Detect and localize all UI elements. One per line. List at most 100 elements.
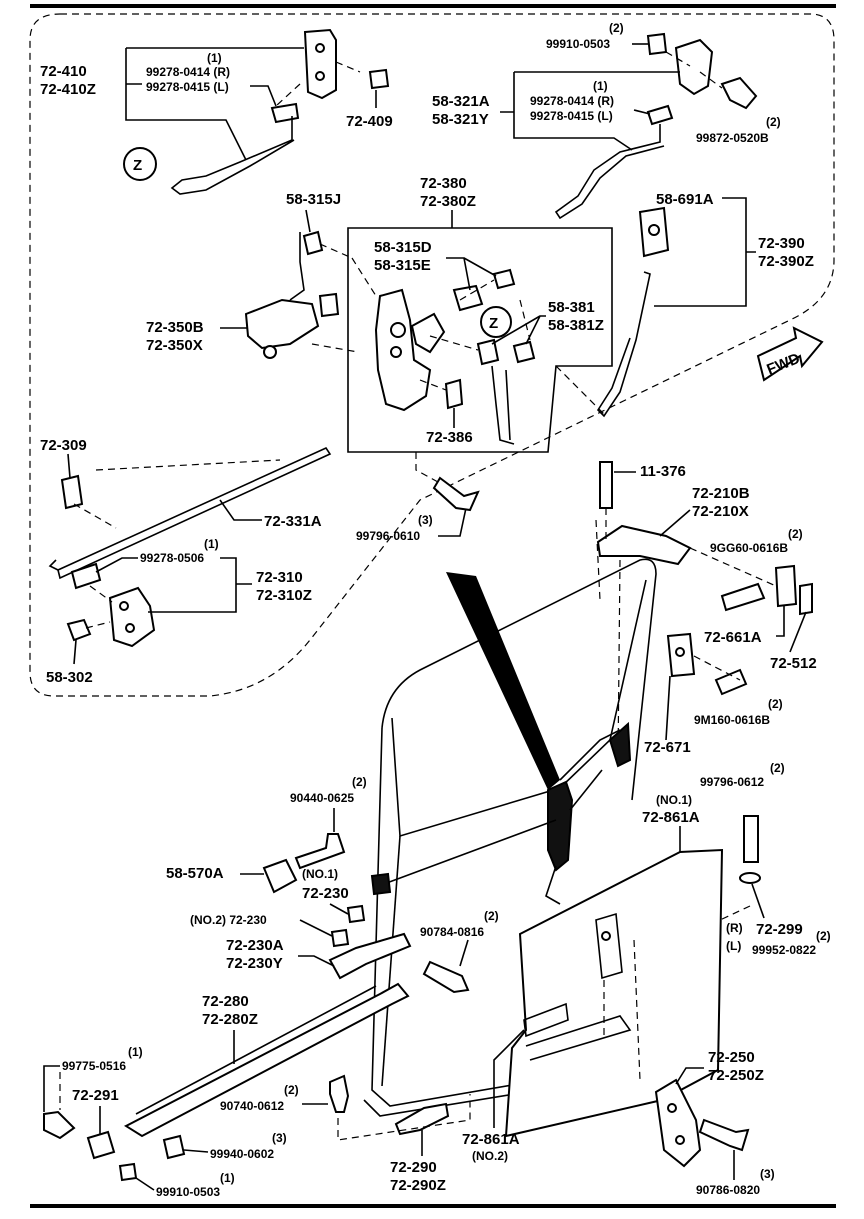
part-number: 99775-0516 <box>62 1059 126 1073</box>
callout-z-circle <box>480 306 512 338</box>
qty-label: (2) <box>770 761 785 775</box>
leader-58-381 <box>491 315 546 345</box>
callout-z-label: Z <box>489 315 498 332</box>
spacer-2 <box>330 928 350 948</box>
door-hinge-lower <box>654 1078 750 1168</box>
part-number: 90440-0625 <box>290 791 354 805</box>
leader-72-410-b <box>126 47 304 85</box>
detail-region-outline <box>29 13 835 697</box>
qty-label: (2) <box>768 697 783 711</box>
leader <box>459 939 469 967</box>
qty-label: (1) <box>593 79 608 93</box>
striker-plate <box>262 858 298 894</box>
wire-harness <box>370 721 632 905</box>
side-label: (R) <box>726 921 743 935</box>
label-72-299: 72-299 <box>756 921 803 938</box>
label-72-291: 72-291 <box>72 1087 119 1104</box>
leader-72-661a <box>776 606 785 637</box>
label-58-321y: 58-321Y <box>432 111 489 128</box>
leader-58-315d <box>446 257 497 291</box>
label-58-570a: 58-570A <box>166 865 224 882</box>
lock-rod-group <box>555 206 670 418</box>
callout-z-circle <box>123 147 157 181</box>
qty-label: (NO.2) <box>472 1149 508 1163</box>
forward-arrow-indicator: FWD <box>756 326 824 382</box>
qty-label: (2) <box>788 527 803 541</box>
part-number: 99278-0415 (L) <box>530 109 613 123</box>
bolt <box>743 815 759 863</box>
leader-72-390 <box>654 197 756 307</box>
leader <box>299 919 333 937</box>
leader <box>43 1065 60 1112</box>
qty-label: (2) <box>352 775 367 789</box>
dashed-guide <box>415 452 439 483</box>
label-72-861a: 72-861A <box>642 809 700 826</box>
part-number: 90784-0816 <box>420 925 484 939</box>
leader-72-299 <box>751 883 765 919</box>
label-72-230-no2: (NO.2) 72-230 <box>190 913 267 927</box>
inner-handle-group <box>554 32 758 220</box>
qty-label: (3) <box>418 513 433 527</box>
label-58-321a: 58-321A <box>432 93 490 110</box>
shim-plate <box>799 582 813 616</box>
side-label: (L) <box>726 939 741 953</box>
label-72-280: 72-280 <box>202 993 249 1010</box>
label-72-290: 72-290 <box>390 1159 437 1176</box>
part-number: 99278-0414 (R) <box>146 65 230 79</box>
label-72-210x: 72-210X <box>692 503 749 520</box>
qty-label: (1) <box>207 51 222 65</box>
part-number: 90740-0612 <box>220 1099 284 1113</box>
leader <box>633 109 651 115</box>
qty-label: (NO.1) <box>656 793 692 807</box>
label-72-380z: 72-380Z <box>420 193 476 210</box>
label-72-230: 72-230 <box>302 885 349 902</box>
label-72-512: 72-512 <box>770 655 817 672</box>
label-72-310: 72-310 <box>256 569 303 586</box>
qty-label: (2) <box>284 1083 299 1097</box>
label-72-331a: 72-331A <box>264 513 322 530</box>
part-number: 99910-0503 <box>156 1185 220 1199</box>
leader-72-250 <box>675 1067 704 1085</box>
leader-72-310 <box>95 557 252 613</box>
run-channel-group <box>43 932 471 1182</box>
label-72-290z: 72-290Z <box>390 1177 446 1194</box>
part-number: 9M160-0616B <box>694 713 770 727</box>
part-number: 99872-0520B <box>696 131 769 145</box>
long-rod-group <box>48 446 332 580</box>
leader-72-230 <box>329 903 349 915</box>
qty-label: (3) <box>760 1167 775 1181</box>
leader-72-331a <box>219 499 262 521</box>
leader-clip <box>250 85 277 107</box>
leader <box>438 507 467 537</box>
label-72-250: 72-250 <box>708 1049 755 1066</box>
part-number: 99278-0414 (R) <box>530 94 614 108</box>
door-trim-panel <box>504 848 751 1138</box>
label-72-230a: 72-230A <box>226 937 284 954</box>
part-number: 9GG60-0616B <box>710 541 788 555</box>
leader-72-861a-no2 <box>493 1029 525 1128</box>
leader-72-512 <box>789 611 807 653</box>
leader-72-671 <box>665 675 671 741</box>
bolt <box>432 476 480 512</box>
label-72-861a-no2: 72-861A <box>462 1131 520 1148</box>
part-number: 90786-0820 <box>696 1183 760 1197</box>
part-number: 99278-0506 <box>140 551 204 565</box>
leader-72-230a <box>298 955 335 967</box>
qty-label: (1) <box>204 537 219 551</box>
label-72-350x: 72-350X <box>146 337 203 354</box>
label-72-390z: 72-390Z <box>758 253 814 270</box>
leader-58-315j <box>305 209 311 233</box>
label-58-302: 58-302 <box>46 669 93 686</box>
qty-label: (1) <box>220 1171 235 1185</box>
spacer <box>346 904 366 924</box>
callout-z-label: Z <box>133 157 142 174</box>
label-72-661a: 72-661A <box>704 629 762 646</box>
leader <box>135 1177 155 1191</box>
label-58-691a: 58-691A <box>656 191 714 208</box>
label-72-309: 72-309 <box>40 437 87 454</box>
qty-label: (2) <box>766 115 781 129</box>
label-72-410z: 72-410Z <box>40 81 96 98</box>
label-72-280z: 72-280Z <box>202 1011 258 1028</box>
